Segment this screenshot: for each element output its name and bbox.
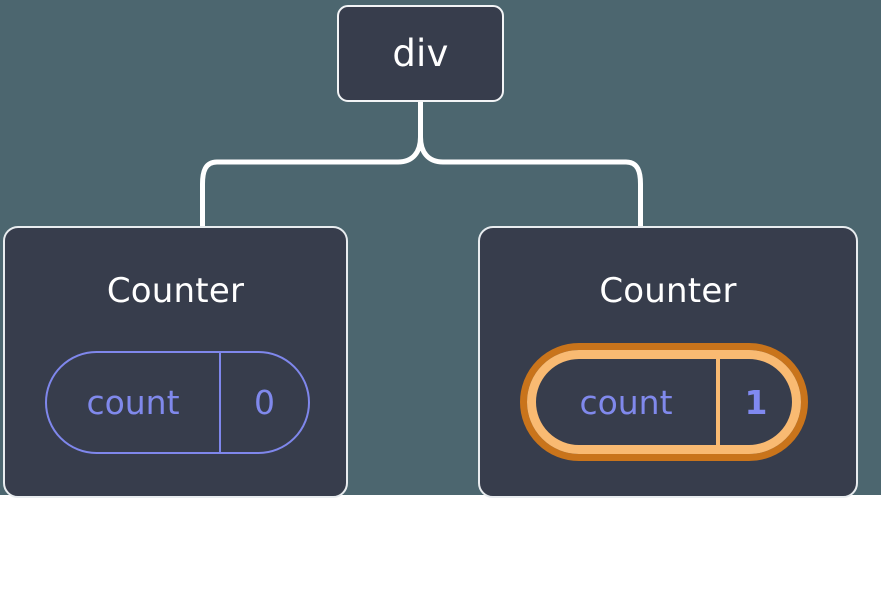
component-title: Counter: [106, 271, 245, 311]
state-value-label: 0: [254, 383, 275, 422]
component-card-counter-left[interactable]: Counter count 0: [3, 226, 348, 498]
state-key-label: count: [47, 353, 221, 452]
connector-right: [418, 99, 643, 229]
connector-left: [200, 99, 423, 229]
state-pill-inner-ring: count 1: [527, 350, 801, 454]
component-title: Counter: [599, 271, 737, 311]
root-node-label: div: [392, 32, 449, 75]
diagram-canvas: div Counter count 0 Counter count 1: [0, 0, 881, 498]
root-node-div[interactable]: div: [337, 5, 504, 102]
state-pill-count[interactable]: count 0: [45, 351, 310, 454]
component-card-counter-right[interactable]: Counter count 1: [478, 226, 858, 498]
state-pill-count-highlighted[interactable]: count 1: [520, 343, 808, 461]
state-value-label: 1: [744, 382, 768, 422]
state-key-label: count: [536, 359, 720, 445]
